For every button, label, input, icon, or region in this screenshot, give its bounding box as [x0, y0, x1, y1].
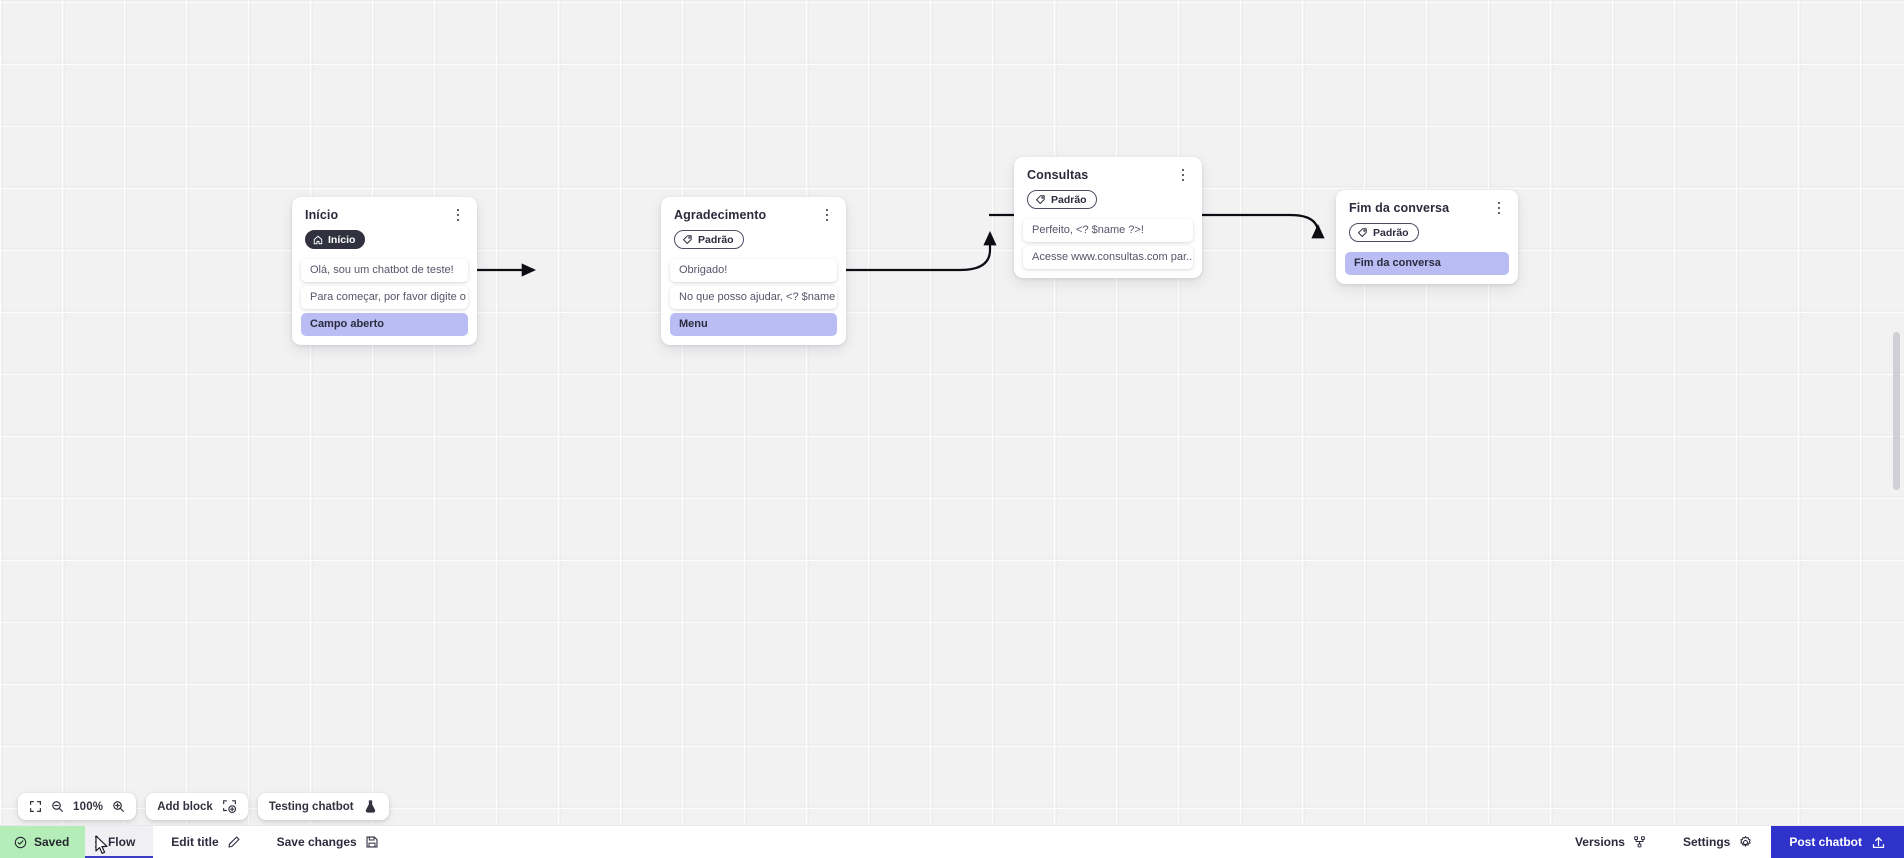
zoom-out-icon[interactable] — [51, 800, 64, 813]
saved-status-badge: Saved — [0, 826, 86, 858]
mouse-cursor — [95, 835, 108, 854]
save-changes-button[interactable]: Save changes — [259, 826, 397, 858]
node-tag-inicio[interactable]: Início — [305, 230, 366, 249]
node-row[interactable]: Olá, sou um chatbot de teste! — [301, 258, 468, 282]
node-rows: Fim da conversa — [1345, 252, 1509, 275]
upload-icon — [1872, 836, 1885, 848]
node-tag-label: Padrão — [1051, 193, 1087, 206]
edit-title-button[interactable]: Edit title — [153, 826, 258, 858]
node-menu-icon[interactable] — [1176, 167, 1190, 183]
node-header: Fim da conversa — [1345, 200, 1509, 216]
bottom-bar-spacer — [397, 826, 1557, 858]
flow-node-fim-da-conversa[interactable]: Fim da conversa Padrão Fim da conversa — [1336, 190, 1518, 284]
gear-icon — [1740, 835, 1752, 847]
save-changes-label: Save changes — [276, 835, 357, 849]
node-tag-label: Padrão — [1373, 226, 1409, 239]
node-tag-label: Padrão — [698, 233, 734, 246]
node-row[interactable]: No que posso ajudar, <? $name ... — [670, 286, 837, 309]
node-tag-row: Início — [301, 223, 468, 250]
home-icon — [313, 235, 323, 244]
node-row[interactable]: Obrigado! — [670, 259, 837, 282]
tag-icon — [1036, 195, 1045, 204]
node-header: Consultas — [1023, 167, 1193, 183]
flask-icon — [365, 800, 375, 813]
settings-label: Settings — [1682, 835, 1731, 849]
flow-connectors — [396, 213, 1325, 277]
node-menu-icon[interactable] — [820, 207, 834, 223]
node-row-accent[interactable]: Fim da conversa — [1345, 252, 1509, 275]
vertical-scrollbar[interactable] — [1891, 0, 1902, 825]
zoom-controls[interactable]: 100% — [18, 793, 137, 820]
node-row-accent[interactable]: Menu — [670, 313, 837, 336]
node-tag-label: Início — [328, 233, 356, 246]
node-tag-padrao[interactable]: Padrão — [1349, 223, 1419, 242]
tab-flow-label: Flow — [107, 835, 136, 849]
node-title: Consultas — [1027, 168, 1089, 182]
flow-canvas[interactable]: Início Início Olá, sou um chatbot de tes… — [0, 0, 1904, 825]
versions-button[interactable]: Versions — [1557, 826, 1665, 858]
tag-icon — [683, 235, 692, 244]
add-block-icon — [222, 800, 236, 814]
check-circle-icon — [14, 836, 27, 848]
node-tag-row: Padrão — [1345, 216, 1509, 243]
testing-chatbot-label: Testing chatbot — [268, 800, 354, 813]
floppy-disk-icon — [366, 836, 378, 848]
zoom-level-label: 100% — [73, 800, 104, 813]
tag-icon — [1358, 228, 1367, 237]
node-tag-padrao[interactable]: Padrão — [1027, 190, 1097, 209]
node-row[interactable]: Perfeito, <? $name ?>! — [1023, 219, 1193, 242]
node-menu-icon[interactable] — [1492, 200, 1506, 216]
node-title: Início — [305, 208, 339, 222]
node-header: Agradecimento — [670, 207, 837, 223]
add-block-button[interactable]: Add block — [146, 793, 248, 820]
node-tag-row: Padrão — [1023, 183, 1193, 210]
versions-label: Versions — [1574, 835, 1625, 849]
node-row-accent[interactable]: Campo aberto — [301, 312, 468, 336]
node-row[interactable]: Acesse www.consultas.com par... — [1023, 246, 1193, 269]
add-block-label: Add block — [157, 800, 213, 813]
node-row[interactable]: Para começar, por favor digite o ... — [301, 285, 468, 309]
edit-title-label: Edit title — [171, 835, 219, 849]
settings-button[interactable]: Settings — [1665, 826, 1771, 858]
vertical-scrollbar-thumb[interactable] — [1893, 332, 1900, 490]
node-rows: Obrigado! No que posso ajudar, <? $name … — [670, 259, 837, 336]
node-title: Agradecimento — [674, 208, 767, 222]
post-chatbot-button[interactable]: Post chatbot — [1771, 826, 1904, 858]
flow-node-consultas[interactable]: Consultas Padrão Perfeito, <? $name ?>! … — [1014, 157, 1202, 278]
pencil-icon — [228, 836, 240, 848]
post-chatbot-label: Post chatbot — [1789, 835, 1862, 849]
zoom-in-icon[interactable] — [112, 800, 125, 813]
testing-chatbot-button[interactable]: Testing chatbot — [257, 793, 389, 820]
fit-screen-icon[interactable] — [29, 800, 42, 813]
node-tag-padrao[interactable]: Padrão — [674, 230, 744, 249]
node-menu-icon[interactable] — [451, 207, 465, 223]
node-rows: Perfeito, <? $name ?>! Acesse www.consul… — [1023, 219, 1193, 269]
bottom-bar: Saved Flow Edit title Save changes Versi… — [0, 825, 1904, 858]
node-tag-row: Padrão — [670, 223, 837, 250]
canvas-toolbar: 100% Add block Testing chatbot — [18, 793, 389, 820]
node-rows: Olá, sou um chatbot de teste! Para começ… — [301, 258, 468, 336]
branch-icon — [1634, 836, 1645, 848]
node-title: Fim da conversa — [1349, 201, 1450, 215]
node-header: Início — [301, 207, 468, 223]
flow-node-inicio[interactable]: Início Início Olá, sou um chatbot de tes… — [292, 197, 477, 345]
saved-status-label: Saved — [34, 835, 70, 849]
flow-node-agradecimento[interactable]: Agradecimento Padrão Obrigado! No que po… — [661, 197, 846, 345]
